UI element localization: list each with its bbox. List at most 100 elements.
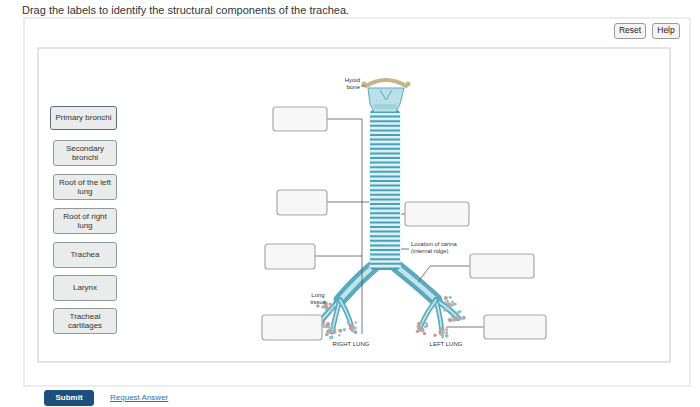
- label-tile: Larynx: [53, 275, 117, 301]
- cartilage-ring: [369, 187, 401, 190]
- hyoid-bone: [366, 80, 406, 86]
- lung-tissue-dot: [329, 335, 333, 339]
- drop-target: [277, 190, 327, 215]
- lung-tissue-dot: [452, 300, 454, 302]
- bronchus-highlight: [340, 266, 374, 300]
- lung-tissue-dot: [330, 331, 332, 333]
- trachea-illustration: [262, 80, 546, 340]
- bronchus-highlight: [420, 300, 436, 328]
- node-text: Root of the left lung: [57, 178, 113, 196]
- cartilage-ring: [369, 219, 401, 222]
- trachea-tube: [370, 110, 400, 270]
- lung-tissue-dot: [328, 302, 331, 305]
- outer-frame: [24, 18, 690, 386]
- bronchus: [396, 266, 436, 300]
- bronchus: [340, 266, 374, 300]
- leader-line: [315, 256, 362, 257]
- lung-tissue-dot: [333, 330, 336, 333]
- leader-line: [446, 327, 484, 328]
- cartilage-ring: [369, 223, 401, 226]
- lung-tissue-dot: [455, 317, 459, 321]
- lung-tissue-dot: [338, 329, 342, 333]
- lung-tissue-dot: [350, 327, 353, 330]
- lung-tissue-dot: [423, 332, 426, 335]
- cartilage-ring: [369, 205, 401, 208]
- leader-line: [418, 266, 470, 282]
- lung-tissue-dot: [324, 304, 327, 307]
- lung-tissue-dot: [354, 326, 357, 329]
- lung-tissue-dot: [461, 316, 463, 318]
- bronchus-highlight: [436, 300, 442, 332]
- node-text: Root of right lung: [57, 212, 113, 230]
- bronchus: [436, 300, 442, 332]
- cartilage-ring: [369, 136, 401, 139]
- node-text: Secondary bronchi: [57, 144, 113, 162]
- structure-label: Location of carina (internal ridge): [411, 241, 469, 254]
- cartilage-ring: [369, 145, 401, 148]
- lung-tissue-dot: [349, 326, 353, 330]
- cartilage-ring: [369, 191, 401, 194]
- cartilage-ring: [369, 159, 401, 162]
- lung-tissue-dot: [421, 328, 425, 332]
- lung-tissue-dot: [350, 327, 353, 330]
- cartilage-ring: [369, 214, 401, 217]
- drop-target: [484, 315, 546, 339]
- cartilage-ring: [369, 118, 401, 121]
- cartilage-ring: [369, 173, 401, 176]
- cartilage-ring: [369, 131, 401, 134]
- request-answer-link: Request Answer: [110, 393, 190, 402]
- cartilage-ring: [369, 246, 401, 249]
- lung-tissue-dot: [326, 330, 330, 334]
- lung-tissue-dot: [351, 326, 354, 329]
- cartilage-ring: [369, 200, 401, 203]
- node-text: Help: [657, 26, 674, 36]
- node-text: Submit: [55, 393, 82, 402]
- lung-tissue-dot: [330, 330, 333, 333]
- cartilage-ring: [369, 122, 401, 125]
- node-text: Trachea: [70, 250, 99, 259]
- lung-tissue-dot: [354, 330, 358, 334]
- cartilage-ring: [369, 127, 401, 130]
- cartilage-ring: [369, 251, 401, 254]
- thyroid-notch: [380, 90, 392, 100]
- reset-button: Reset: [614, 23, 646, 39]
- cartilage-ring: [369, 177, 401, 180]
- drop-target: [262, 315, 322, 340]
- leader-line: [322, 327, 330, 328]
- lung-tissue-dot: [323, 320, 326, 323]
- cartilage-ring: [369, 150, 401, 153]
- activity-frame: [38, 48, 670, 362]
- lung-tissue-dot: [447, 302, 450, 305]
- lung-tissue-dot: [331, 305, 334, 308]
- lung-tissue-dot: [445, 331, 448, 334]
- lung-tissue-dot: [445, 328, 448, 331]
- lung-tissue-dot: [330, 326, 333, 329]
- region-label: LEFT LUNG: [424, 341, 468, 348]
- lung-tissue-dot: [338, 334, 341, 337]
- lung-tissue-dot: [447, 300, 449, 302]
- structure-label: Lung tissue: [304, 292, 332, 306]
- larynx: [368, 88, 404, 112]
- lung-tissue-dot: [445, 334, 449, 338]
- cartilage-ring: [369, 210, 401, 213]
- drop-target: [470, 254, 534, 278]
- cartilage-ring: [369, 228, 401, 231]
- structure-label: Hyoid bone: [334, 77, 360, 91]
- lung-tissue-dot: [347, 321, 350, 324]
- bronchus-highlight: [340, 300, 352, 328]
- lung-tissue-dot: [449, 318, 453, 322]
- cartilage-ring: [369, 196, 401, 199]
- leader-line: [327, 202, 369, 203]
- cartilage-ring: [369, 168, 401, 171]
- lung-tissue-dot: [349, 326, 353, 330]
- lung-tissue-dot: [416, 330, 419, 333]
- label-tile: Secondary bronchi: [53, 140, 117, 166]
- cartilage-ring: [369, 260, 401, 263]
- lung-tissue-dot: [425, 322, 428, 325]
- lung-tissue-dot: [416, 325, 418, 327]
- bronchus: [420, 300, 436, 328]
- lung-tissue-dot: [321, 305, 324, 308]
- cartilage-ring: [369, 233, 401, 236]
- drop-target: [273, 107, 327, 131]
